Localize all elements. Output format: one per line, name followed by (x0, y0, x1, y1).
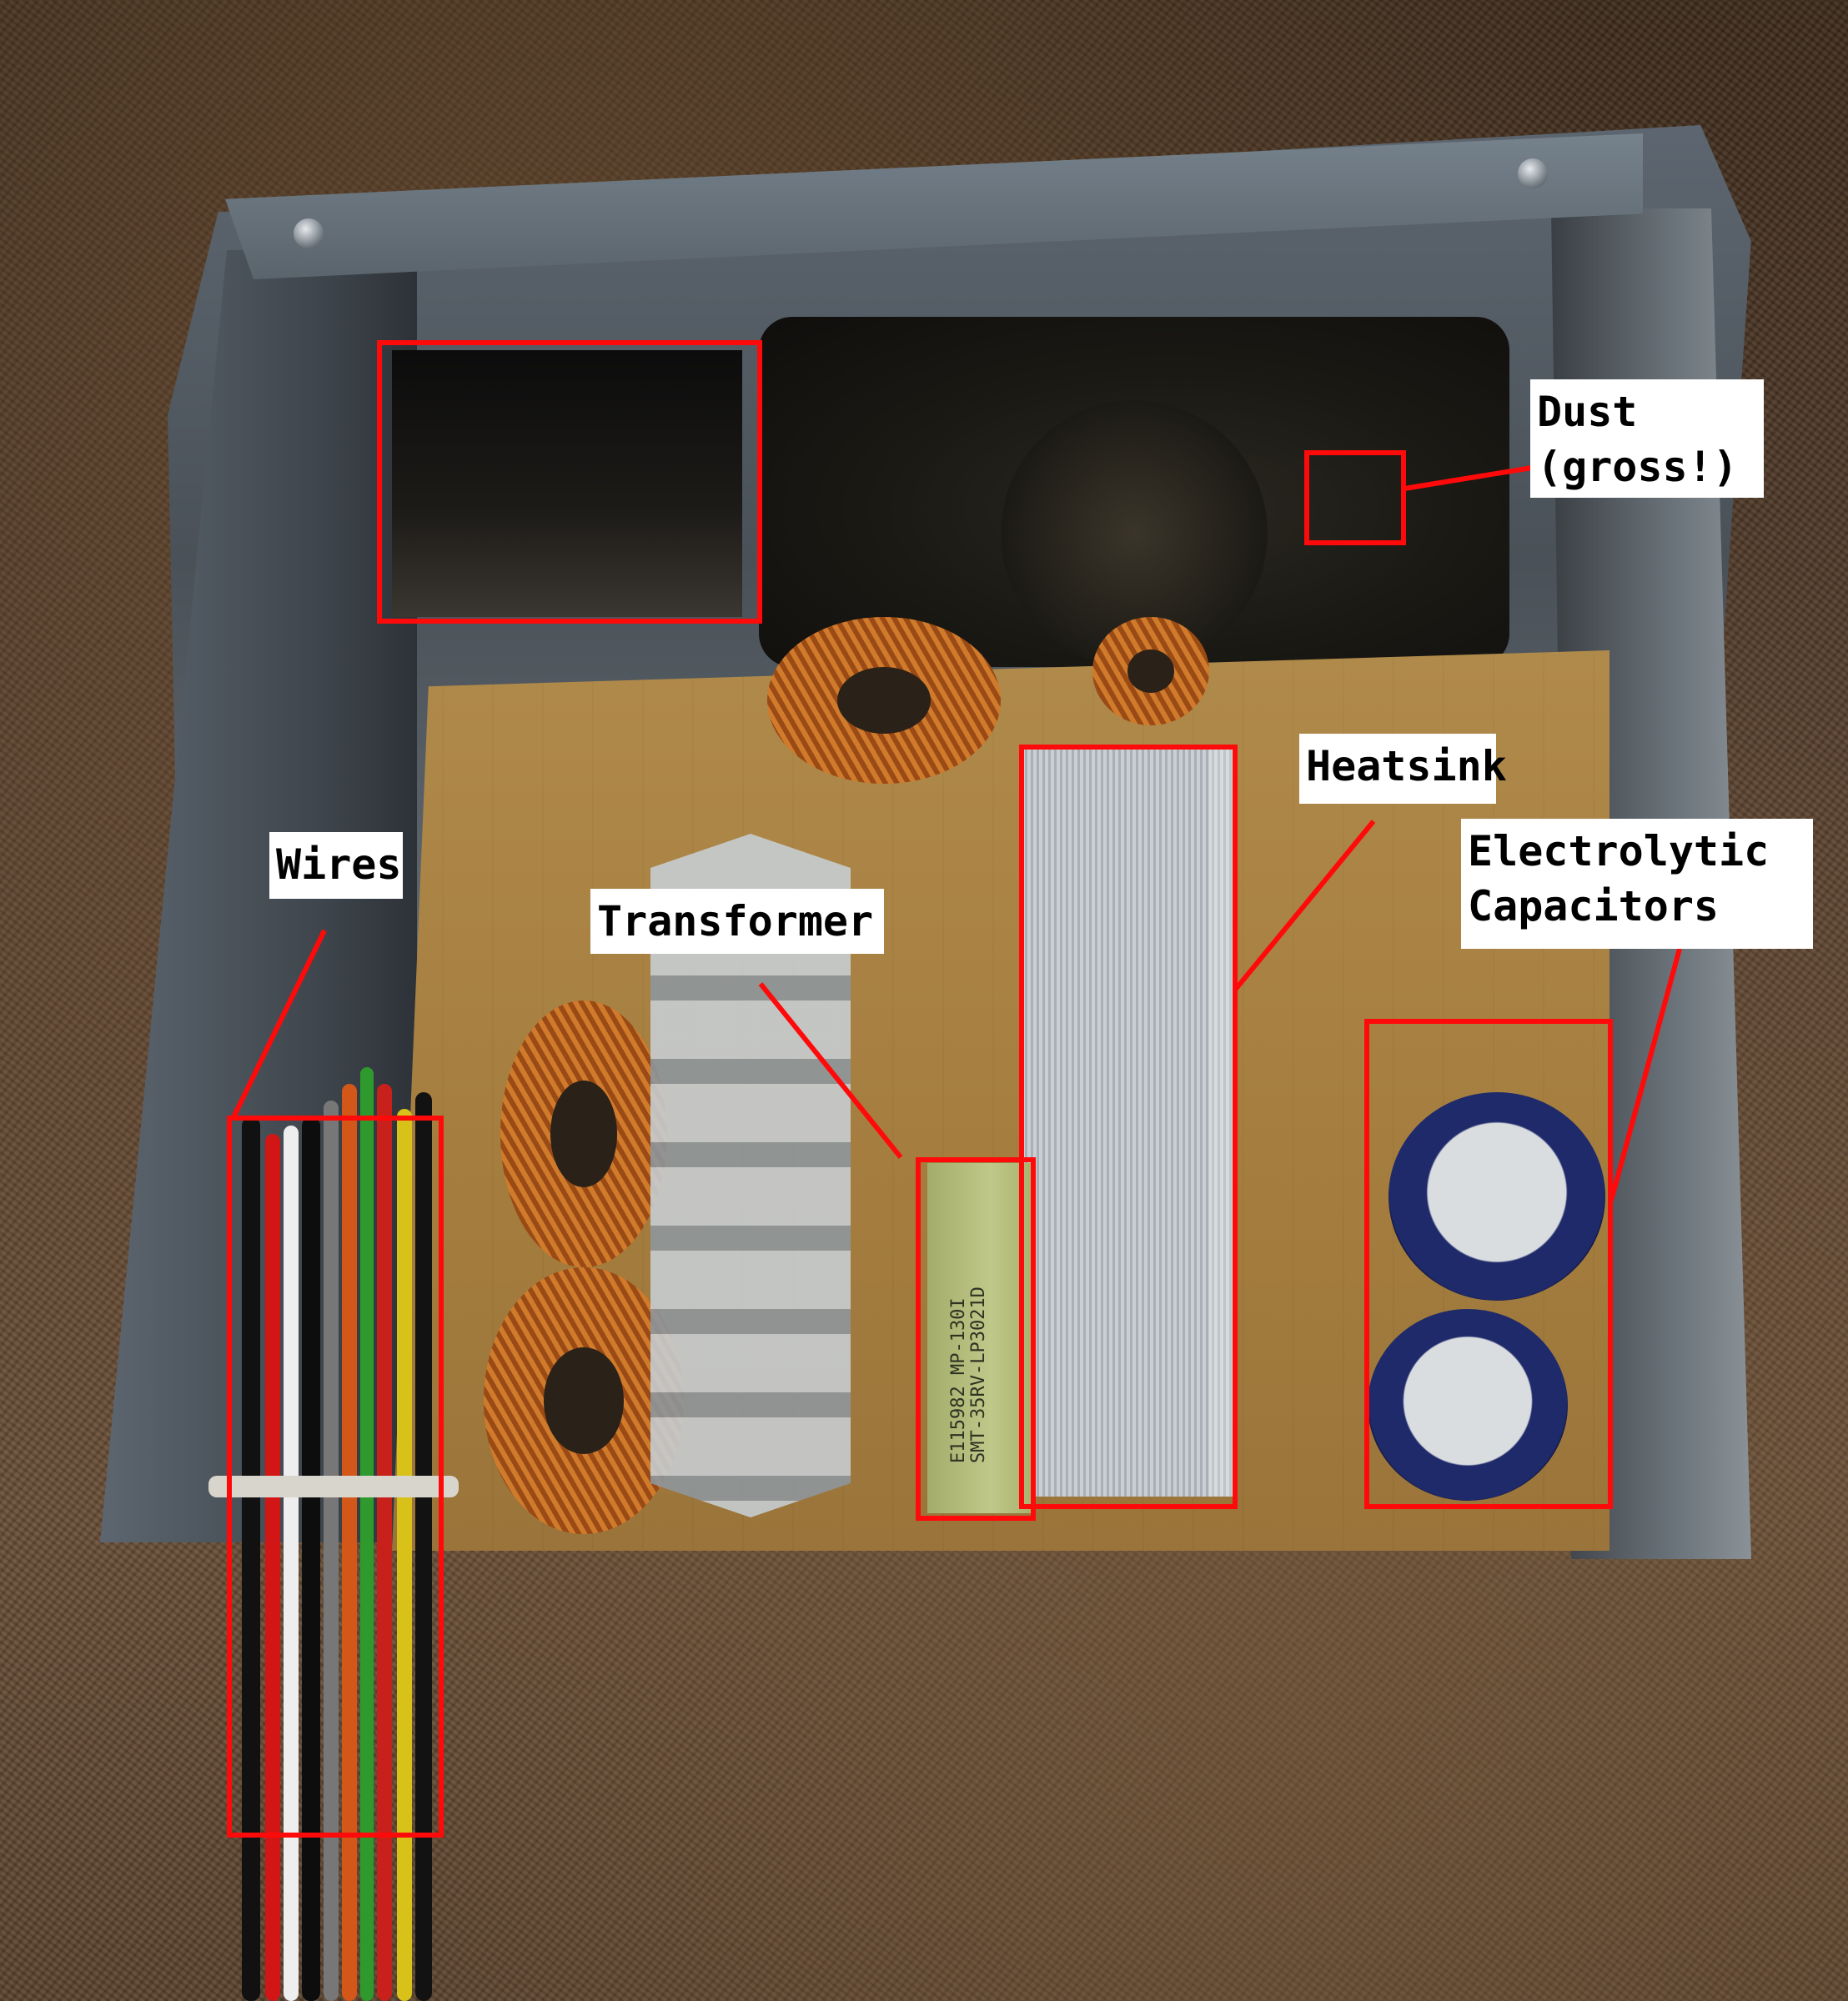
capacitors-highlight-box (1364, 1019, 1613, 1509)
screw-icon (1518, 158, 1548, 188)
transformer-label-text: Transformer (597, 897, 874, 945)
wire-white (284, 1126, 299, 2001)
screw-icon (294, 218, 324, 248)
electrolytic-capacitor (1368, 1309, 1568, 1501)
wire-red (265, 1134, 280, 2001)
wire-black (302, 1117, 320, 2001)
ac-inlet-highlight-box (377, 340, 762, 624)
heatsink-label: Heatsink (1299, 734, 1507, 804)
wires-label-text: Wires (276, 840, 402, 889)
wire-green (360, 1067, 374, 2001)
transformer-highlight-box (916, 1157, 1036, 1521)
toroid-inductor (500, 1000, 667, 1267)
capacitors-label-line-1: Electrolytic (1468, 827, 1770, 875)
heatsink-highlight-box (1019, 745, 1238, 1509)
wire-black (415, 1092, 432, 2001)
heatsink-label-text: Heatsink (1306, 742, 1507, 790)
transformer-body (927, 1163, 1032, 1513)
wires-highlight-box (227, 1116, 444, 1838)
wires-label: Wires (269, 832, 403, 899)
ac-inlet-connector (392, 350, 742, 617)
dust-label: Dust (gross!) (1530, 379, 1764, 498)
capacitors-label-line-2: Capacitors (1468, 882, 1720, 930)
electrolytic-capacitor (1389, 1092, 1605, 1301)
dust-highlight-box (1304, 450, 1406, 545)
wire-orange (342, 1084, 357, 2001)
wire-gray (324, 1101, 339, 2001)
wire-red (377, 1084, 392, 2001)
cable-tie (208, 1476, 459, 1497)
capacitors-label: Electrolytic Capacitors (1461, 819, 1813, 949)
wire-black (242, 1117, 260, 2001)
wire-yellow (397, 1109, 412, 2001)
heatsink-fins (1019, 746, 1234, 1497)
transformer-label: Transformer (590, 889, 884, 954)
dust-label-line-2: (gross!) (1537, 443, 1738, 491)
toroid-inductor (767, 617, 1001, 784)
dust-label-line-1: Dust (1537, 388, 1638, 436)
toroid-inductor (1092, 617, 1209, 725)
